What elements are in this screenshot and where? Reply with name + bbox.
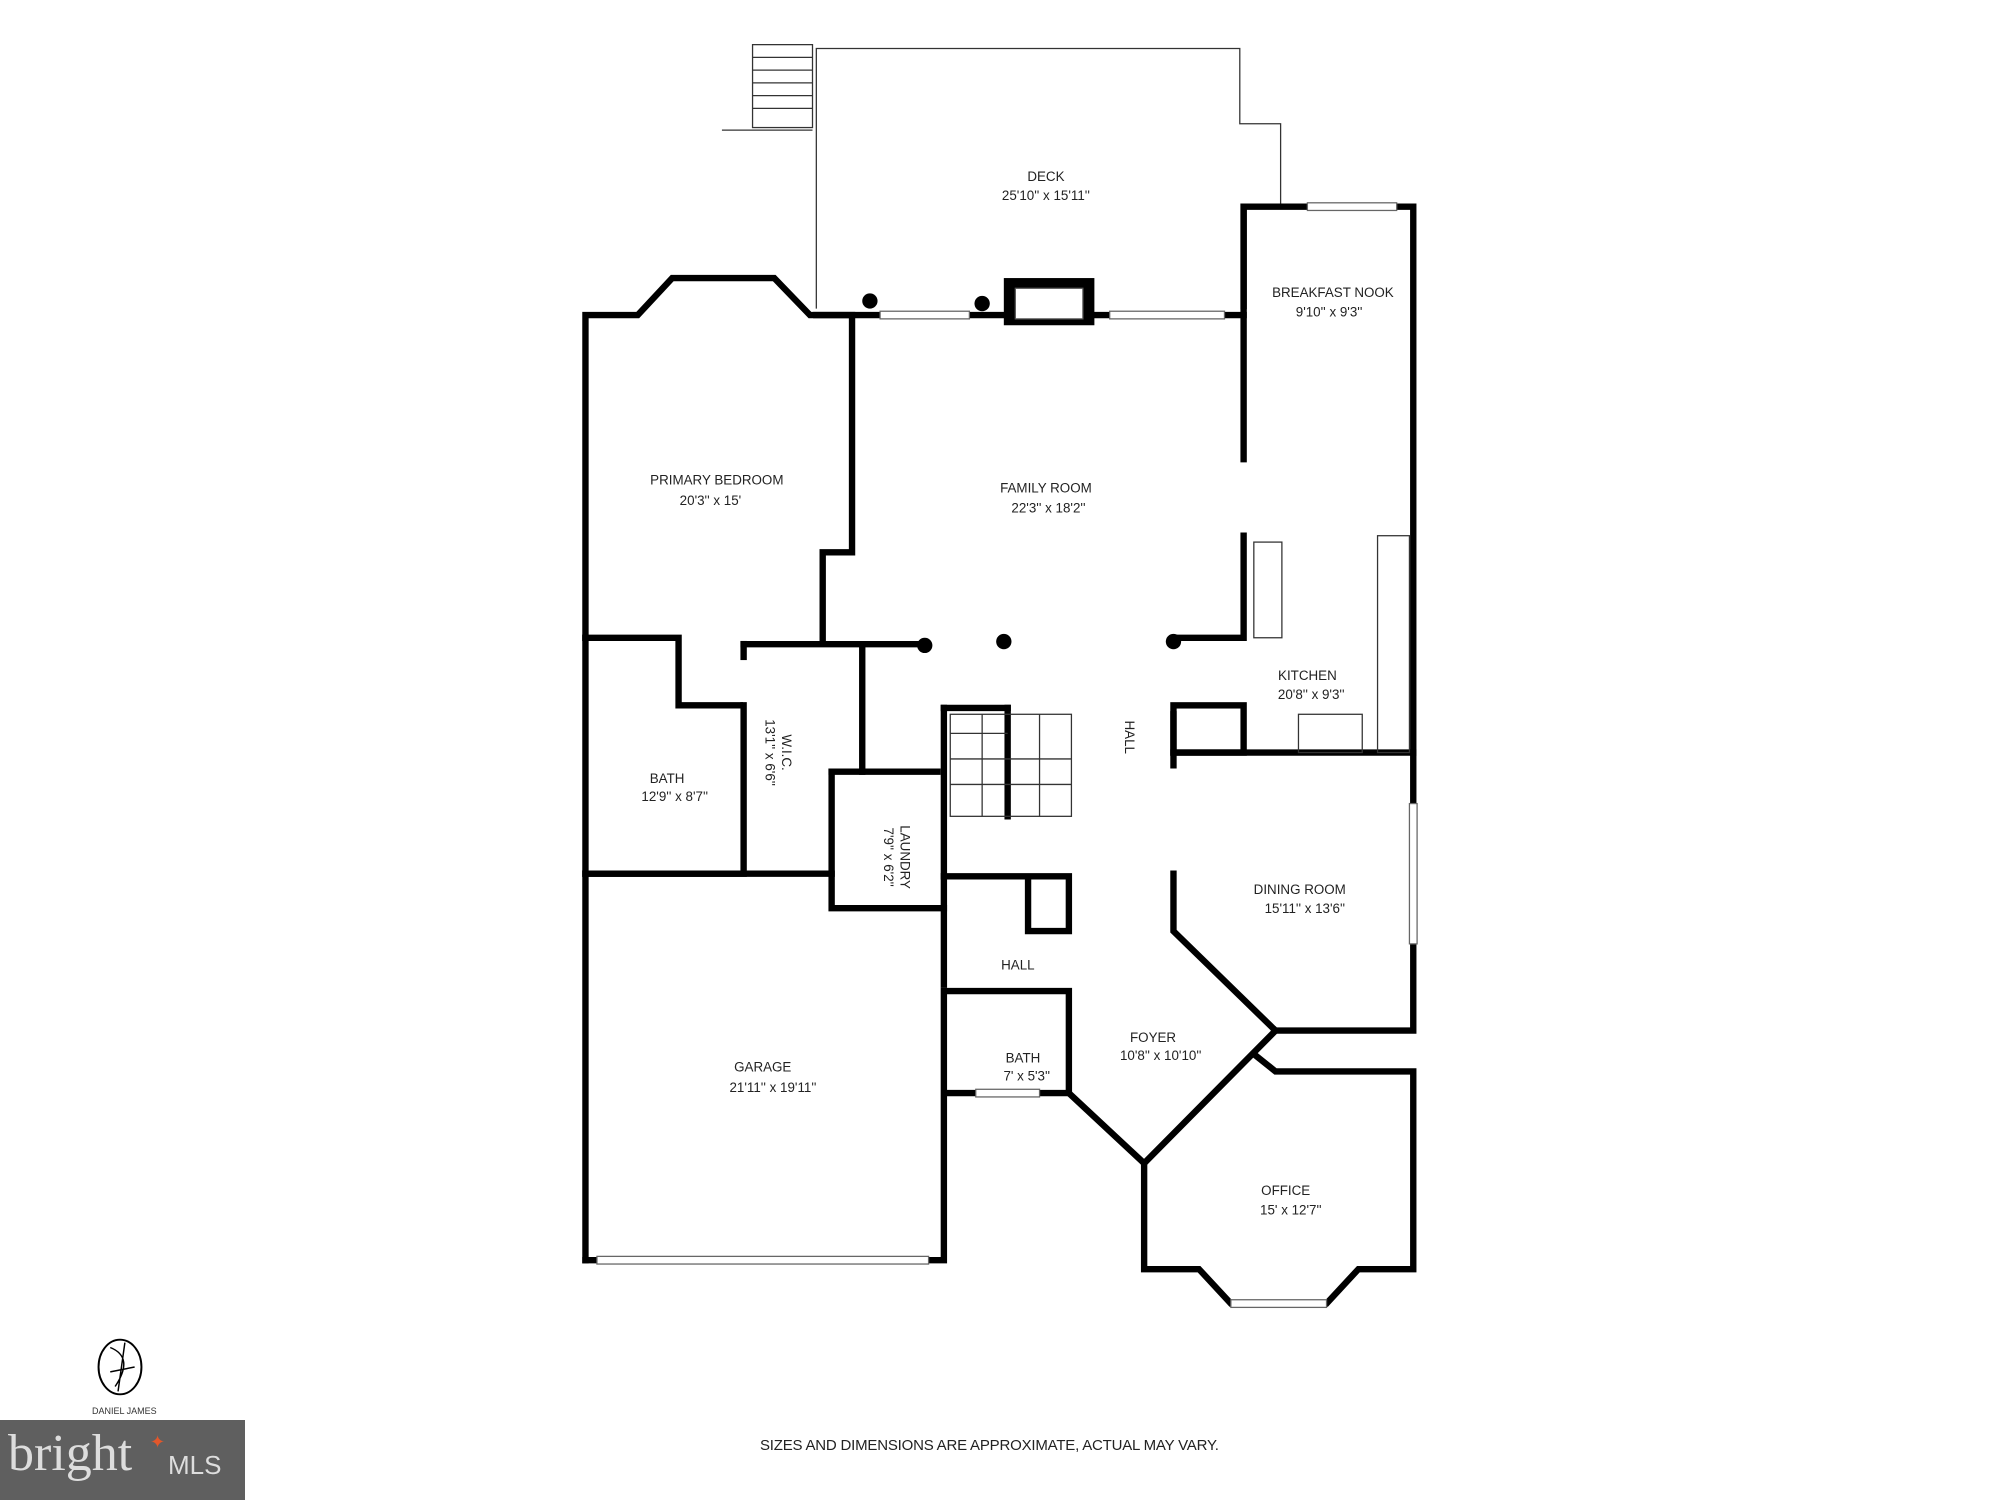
bright-mls-logo: bright ✦ MLS [0,1420,245,1500]
staircase [949,713,1073,817]
room-name-foyer: FOYER [1130,1030,1176,1045]
room-labels: DECK 25'10'' x 15'11'' BREAKFAST NOOK 9'… [641,169,1393,1217]
daniel-james-logo-icon [97,1338,143,1396]
room-size-wic: 13'1'' x 6'6'' [762,719,777,786]
room-size-breakfast-nook: 9'10'' x 9'3'' [1296,304,1363,319]
room-name-garage: GARAGE [734,1059,791,1074]
bright-mls-word: bright [8,1425,133,1482]
room-name-office: OFFICE [1261,1183,1310,1198]
room-size-office: 15' x 12'7'' [1260,1202,1322,1217]
disclaimer-text: SIZES AND DIMENSIONS ARE APPROXIMATE, AC… [760,1437,1219,1454]
windows [596,202,1418,1309]
room-size-family-room: 22'3'' x 18'2'' [1011,501,1085,516]
room-name-primary-bath: BATH [650,771,685,786]
room-name-dining-room: DINING ROOM [1254,882,1346,897]
room-size-primary-bath: 12'9'' x 8'7'' [641,789,708,804]
room-name-kitchen: KITCHEN [1278,668,1337,683]
room-size-foyer: 10'8'' x 10'10'' [1120,1048,1202,1063]
room-name-hall-lower: HALL [1001,957,1034,972]
walls [582,203,1417,1307]
daniel-james-text: DANIEL JAMES [92,1406,157,1416]
star-icon: ✦ [150,1432,166,1452]
room-name-primary-bedroom: PRIMARY BEDROOM [650,473,783,488]
room-size-laundry: 7'9'' x 6'2'' [881,828,896,887]
room-size-dining-room: 15'11'' x 13'6'' [1265,901,1346,916]
room-name-hall-upper: HALL [1122,721,1137,754]
room-name-family-room: FAMILY ROOM [1000,480,1092,495]
room-size-primary-bedroom: 20'3'' x 15' [680,493,742,508]
room-name-wic: W.I.C. [779,734,794,770]
room-name-half-bath: BATH [1006,1051,1041,1066]
room-name-breakfast-nook: BREAKFAST NOOK [1272,285,1394,300]
room-size-half-bath: 7' x 5'3'' [1003,1068,1050,1083]
room-size-deck: 25'10'' x 15'11'' [1002,188,1090,203]
mls-word: MLS [168,1450,222,1480]
room-name-deck: DECK [1027,169,1064,184]
room-size-garage: 21'11'' x 19'11'' [729,1080,816,1095]
room-size-kitchen: 20'8'' x 9'3'' [1278,687,1345,702]
room-name-laundry: LAUNDRY [898,825,913,889]
deck-outline [721,44,1282,309]
